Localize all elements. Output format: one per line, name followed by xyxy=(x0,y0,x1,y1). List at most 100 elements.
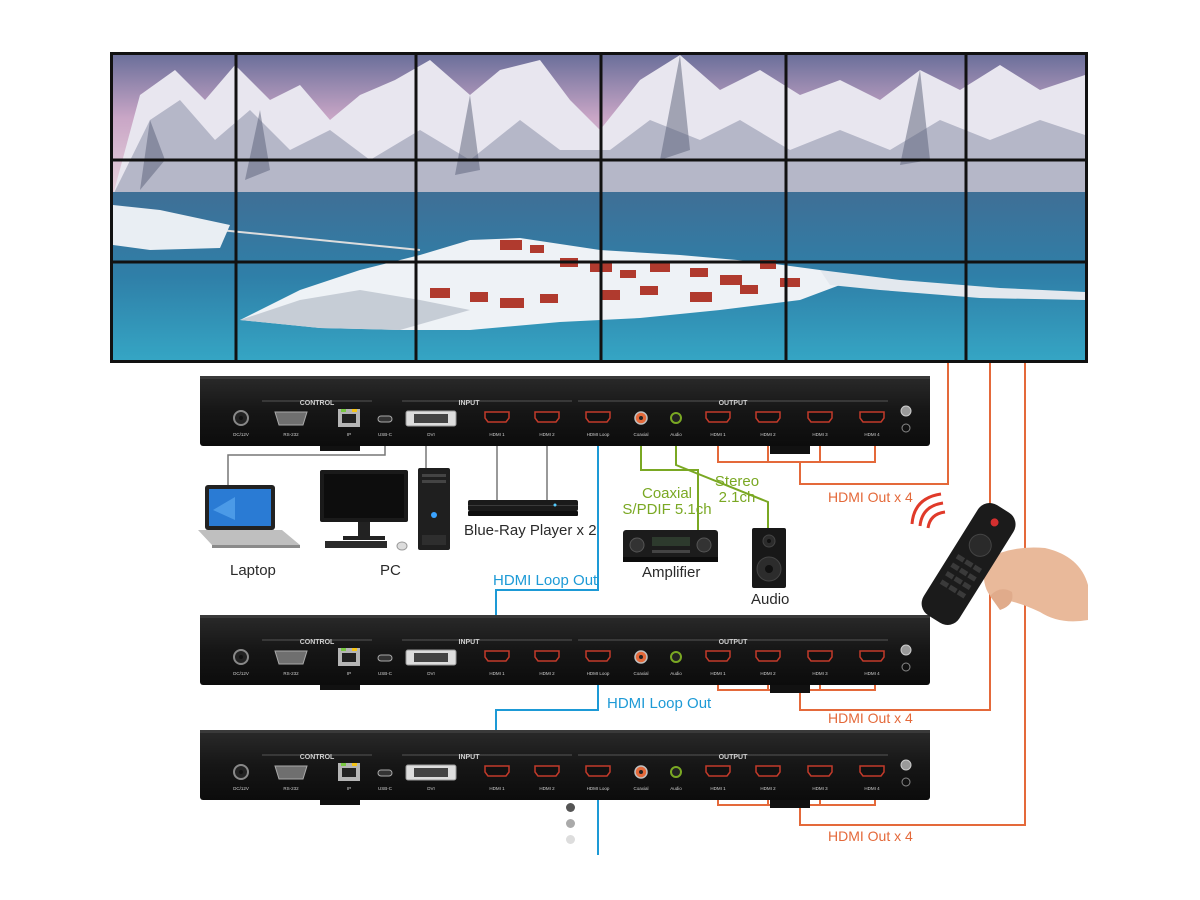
hdmi-loop-out-label-2: HDMI Loop Out xyxy=(607,695,712,712)
hdmi-input-2-port[interactable] xyxy=(534,765,560,777)
port-label-hdmi-out-4: HDMI 4 xyxy=(864,786,880,791)
port-label-hdmi-out-4: HDMI 4 xyxy=(864,432,880,437)
amplifier-icon xyxy=(623,530,718,562)
port-label-audio: Audio xyxy=(670,671,682,676)
ground-screw xyxy=(900,644,912,656)
section-label-input: INPUT xyxy=(459,400,481,407)
port-label-hdmi-in-2: HDMI 2 xyxy=(539,432,555,437)
amplifier-label: Amplifier xyxy=(642,564,701,581)
hdmi-output-3-port[interactable] xyxy=(807,411,833,423)
hdmi-input-2-port[interactable] xyxy=(534,411,560,423)
port-label-dvi: DVI xyxy=(427,432,435,437)
port-label-hdmi-out-3: HDMI 3 xyxy=(812,671,828,676)
port-label-hdmi-in-1: HDMI 1 xyxy=(489,786,505,791)
hdmi-output-4-port[interactable] xyxy=(859,411,885,423)
section-label-control: CONTROL xyxy=(300,639,335,646)
hdmi-output-4-port[interactable] xyxy=(859,765,885,777)
port-label-usbc: USB-C xyxy=(378,432,393,437)
port-label-usbc: USB-C xyxy=(378,671,393,676)
port-label-coaxial: Coaxial xyxy=(633,786,648,791)
hdmi-output-3-port[interactable] xyxy=(807,765,833,777)
port-label-hdmi-in-2: HDMI 2 xyxy=(539,786,555,791)
port-label-hdmi-out-4: HDMI 4 xyxy=(864,671,880,676)
hdmi-output-1-port[interactable] xyxy=(705,650,731,662)
hdmi-output-1-port[interactable] xyxy=(705,411,731,423)
port-label-dc: DC/12V xyxy=(233,671,249,676)
section-label-control: CONTROL xyxy=(300,400,335,407)
hdmi-loop-port[interactable] xyxy=(585,411,611,423)
port-label-hdmi-out-1: HDMI 1 xyxy=(710,786,726,791)
port-label-hdmi-loop: HDMI Loop xyxy=(587,671,610,676)
port-label-rs232: RS-232 xyxy=(283,671,299,676)
ground-symbol-icon xyxy=(901,777,911,787)
port-label-hdmi-loop: HDMI Loop xyxy=(587,786,610,791)
port-label-hdmi-out-3: HDMI 3 xyxy=(812,786,828,791)
speaker-icon xyxy=(752,528,786,588)
section-label-output: OUTPUT xyxy=(719,754,749,761)
port-label-coaxial: Coaxial xyxy=(633,671,648,676)
port-label-ip: IP xyxy=(347,671,351,676)
audio-label: Audio xyxy=(751,591,790,608)
carousel-dot[interactable] xyxy=(566,803,575,812)
rs232-port[interactable] xyxy=(274,411,308,426)
hdmi-output-2-port[interactable] xyxy=(755,765,781,777)
hdmi-input-2-port[interactable] xyxy=(534,650,560,662)
remote-control-icon xyxy=(910,492,1088,625)
usb-c-port[interactable] xyxy=(377,415,393,423)
port-label-hdmi-in-2: HDMI 2 xyxy=(539,671,555,676)
port-label-hdmi-out-1: HDMI 1 xyxy=(710,432,726,437)
port-label-hdmi-out-1: HDMI 1 xyxy=(710,671,726,676)
hdmi-out-x4-label-1: HDMI Out x 4 xyxy=(828,489,913,505)
usb-c-port[interactable] xyxy=(377,769,393,777)
rs232-port[interactable] xyxy=(274,765,308,780)
bluray-label: Blue-Ray Player x 2 xyxy=(464,522,597,539)
usb-c-port[interactable] xyxy=(377,654,393,662)
ground-screw xyxy=(900,759,912,771)
port-label-dc: DC/12V xyxy=(233,786,249,791)
port-label-hdmi-out-2: HDMI 2 xyxy=(760,671,776,676)
hdmi-loop-port[interactable] xyxy=(585,650,611,662)
carousel-dots xyxy=(566,803,578,851)
section-label-input: INPUT xyxy=(459,754,481,761)
hdmi-output-1-port[interactable] xyxy=(705,765,731,777)
port-label-hdmi-out-3: HDMI 3 xyxy=(812,432,828,437)
carousel-dot[interactable] xyxy=(566,835,575,844)
video-wall xyxy=(110,52,1088,363)
hdmi-output-4-port[interactable] xyxy=(859,650,885,662)
ground-symbol-icon xyxy=(901,423,911,433)
laptop-label: Laptop xyxy=(230,562,276,579)
port-label-hdmi-out-2: HDMI 2 xyxy=(760,786,776,791)
hdmi-output-3-port[interactable] xyxy=(807,650,833,662)
hdmi-input-1-port[interactable] xyxy=(484,765,510,777)
ground-screw xyxy=(900,405,912,417)
hdmi-out-x4-label-2: HDMI Out x 4 xyxy=(828,710,913,726)
port-label-dc: DC/12V xyxy=(233,432,249,437)
port-label-audio: Audio xyxy=(670,432,682,437)
hdmi-output-2-port[interactable] xyxy=(755,650,781,662)
hdmi-loop-port[interactable] xyxy=(585,765,611,777)
audio-out-port[interactable] xyxy=(670,412,682,424)
port-label-coaxial: Coaxial xyxy=(633,432,648,437)
hdmi-input-1-port[interactable] xyxy=(484,411,510,423)
video-wall-bezels xyxy=(113,55,1085,360)
rs232-port[interactable] xyxy=(274,650,308,665)
hdmi-output-2-port[interactable] xyxy=(755,411,781,423)
carousel-dot[interactable] xyxy=(566,819,575,828)
port-label-usbc: USB-C xyxy=(378,786,393,791)
port-label-hdmi-out-2: HDMI 2 xyxy=(760,432,776,437)
hdmi-input-1-port[interactable] xyxy=(484,650,510,662)
audio-out-port[interactable] xyxy=(670,651,682,663)
hdmi-loop-out-label-1: HDMI Loop Out xyxy=(493,572,598,589)
coaxial-label: Coaxial S/PDIF 5.1ch xyxy=(614,486,720,518)
bluray-player-icon xyxy=(468,500,578,516)
laptop-icon xyxy=(198,485,300,548)
port-label-rs232: RS-232 xyxy=(283,432,299,437)
audio-out-port[interactable] xyxy=(670,766,682,778)
stereo-label-line1: Stereo xyxy=(714,473,760,490)
port-label-ip: IP xyxy=(347,786,351,791)
section-label-output: OUTPUT xyxy=(719,639,749,646)
section-label-output: OUTPUT xyxy=(719,400,749,407)
